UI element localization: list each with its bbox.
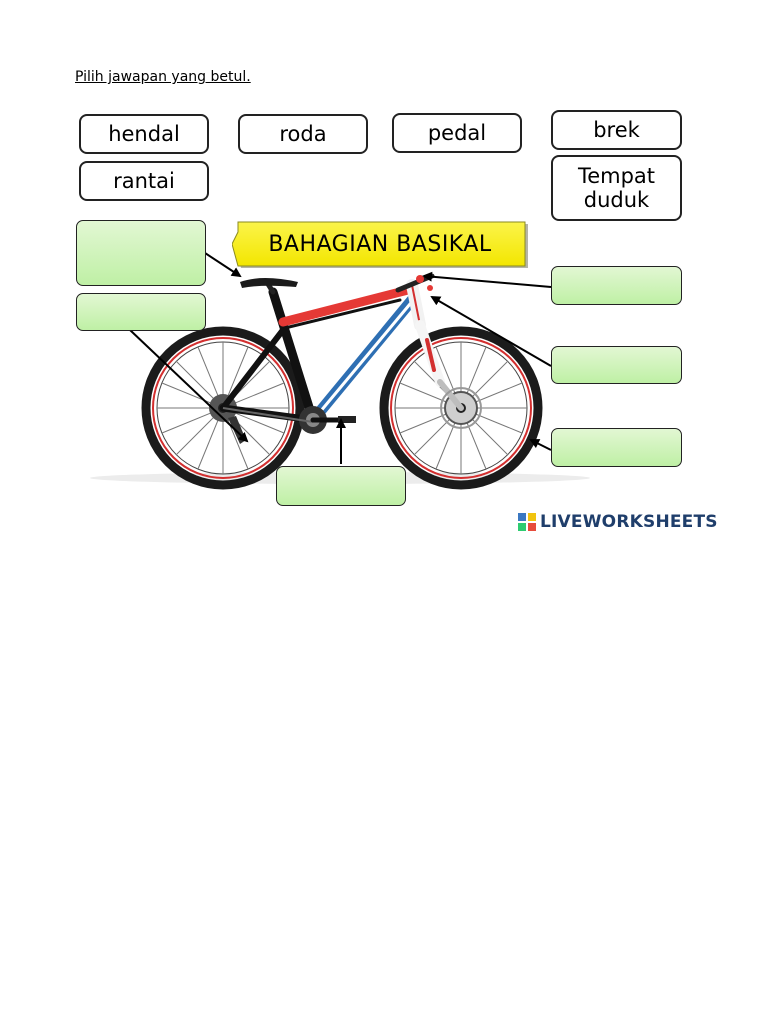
word-card-hendal[interactable]: hendal xyxy=(79,114,209,154)
logo-text: LIVEWORKSHEETS xyxy=(540,512,718,532)
drop-zone-wheel[interactable] xyxy=(551,428,682,467)
word-card-brek[interactable]: brek xyxy=(551,110,682,150)
bicycle-illustration xyxy=(90,252,590,490)
drop-zone-seat[interactable] xyxy=(76,220,206,286)
drop-zone-pedal[interactable] xyxy=(276,466,406,506)
page-title: BAHAGIAN BASIKAL xyxy=(268,231,492,257)
instruction-text: Pilih jawapan yang betul. xyxy=(75,69,251,85)
saddle xyxy=(240,278,298,288)
word-card-rantai[interactable]: rantai xyxy=(79,161,209,201)
word-card-roda[interactable]: roda xyxy=(238,114,368,154)
title-banner xyxy=(232,221,528,268)
pointer-arrows xyxy=(129,252,552,464)
word-card-pedal[interactable]: pedal xyxy=(392,113,522,153)
logo-grid-icon xyxy=(518,513,536,531)
word-card-tempat-duduk[interactable]: Tempat duduk xyxy=(551,155,682,221)
drop-zone-handlebar[interactable] xyxy=(551,266,682,305)
liveworksheets-logo: LIVEWORKSHEETS xyxy=(518,512,718,532)
drop-zone-chain[interactable] xyxy=(76,293,206,331)
bicycle-frame xyxy=(219,279,464,426)
drop-zone-brake[interactable] xyxy=(551,346,682,384)
